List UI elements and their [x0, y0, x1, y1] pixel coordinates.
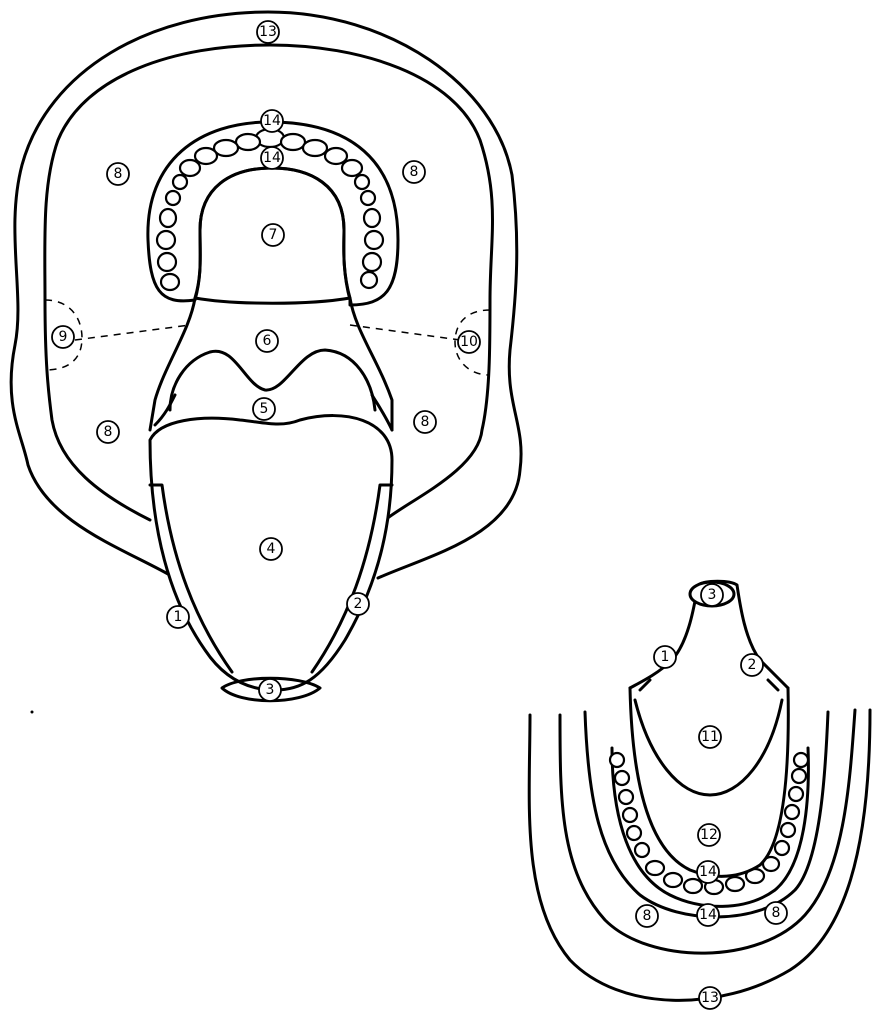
svg-text:1: 1 — [174, 609, 183, 625]
label-8-mid-right: 8 — [414, 411, 436, 433]
svg-text:9: 9 — [59, 329, 68, 345]
label-6: 6 — [256, 330, 278, 352]
lower-tongue-outline — [630, 688, 788, 876]
label-13-top: 13 — [257, 21, 279, 43]
svg-text:8: 8 — [421, 414, 430, 430]
label-11: 11 — [699, 726, 721, 748]
svg-text:8: 8 — [772, 905, 781, 921]
svg-text:14: 14 — [263, 113, 281, 129]
svg-text:2: 2 — [354, 596, 363, 612]
svg-text:2: 2 — [748, 657, 757, 673]
label-8-upper-right: 8 — [403, 161, 425, 183]
label-5: 5 — [253, 398, 275, 420]
label-14-upper-inner: 14 — [261, 147, 283, 169]
svg-text:14: 14 — [699, 907, 717, 923]
dashed-line-left — [75, 325, 190, 340]
svg-text:14: 14 — [263, 150, 281, 166]
label-12: 12 — [698, 824, 720, 846]
label-1-lower: 1 — [654, 646, 676, 668]
label-7: 7 — [262, 224, 284, 246]
svg-text:3: 3 — [266, 682, 275, 698]
label-14-upper-outer: 14 — [261, 110, 283, 132]
label-9: 9 — [52, 326, 74, 348]
svg-text:11: 11 — [701, 729, 719, 745]
lower-buccal-lines — [640, 680, 778, 690]
svg-text:8: 8 — [410, 164, 419, 180]
lower-outer-contour — [529, 710, 870, 1000]
svg-text:5: 5 — [260, 401, 269, 417]
svg-text:8: 8 — [643, 908, 652, 924]
label-14-lower-outer: 14 — [697, 904, 719, 926]
svg-text:7: 7 — [269, 227, 278, 243]
label-8-lower-right: 8 — [765, 902, 787, 924]
svg-text:14: 14 — [699, 864, 717, 880]
label-8-lower-left: 8 — [636, 905, 658, 927]
label-14-lower-inner: 14 — [697, 861, 719, 883]
svg-text:3: 3 — [708, 587, 717, 603]
label-2-upper: 2 — [347, 593, 369, 615]
label-13-bottom: 13 — [699, 987, 721, 1009]
svg-text:12: 12 — [700, 827, 718, 843]
svg-text:8: 8 — [114, 166, 123, 182]
svg-text:8: 8 — [104, 424, 113, 440]
svg-text:13: 13 — [259, 24, 277, 40]
label-2-lower: 2 — [741, 654, 763, 676]
stray-dot — [31, 711, 34, 714]
label-3-upper: 3 — [259, 679, 281, 701]
svg-text:4: 4 — [267, 541, 276, 557]
label-10: 10 — [458, 331, 480, 353]
label-4: 4 — [260, 538, 282, 560]
label-1-upper: 1 — [167, 606, 189, 628]
svg-text:13: 13 — [701, 990, 719, 1006]
dashed-line-right — [350, 325, 460, 340]
svg-text:6: 6 — [263, 333, 272, 349]
label-8-mid-left: 8 — [97, 421, 119, 443]
label-3-lower: 3 — [701, 584, 723, 606]
svg-text:1: 1 — [661, 649, 670, 665]
lower-oral-view — [529, 581, 870, 1000]
svg-text:10: 10 — [460, 334, 478, 350]
label-8-upper-left: 8 — [107, 163, 129, 185]
